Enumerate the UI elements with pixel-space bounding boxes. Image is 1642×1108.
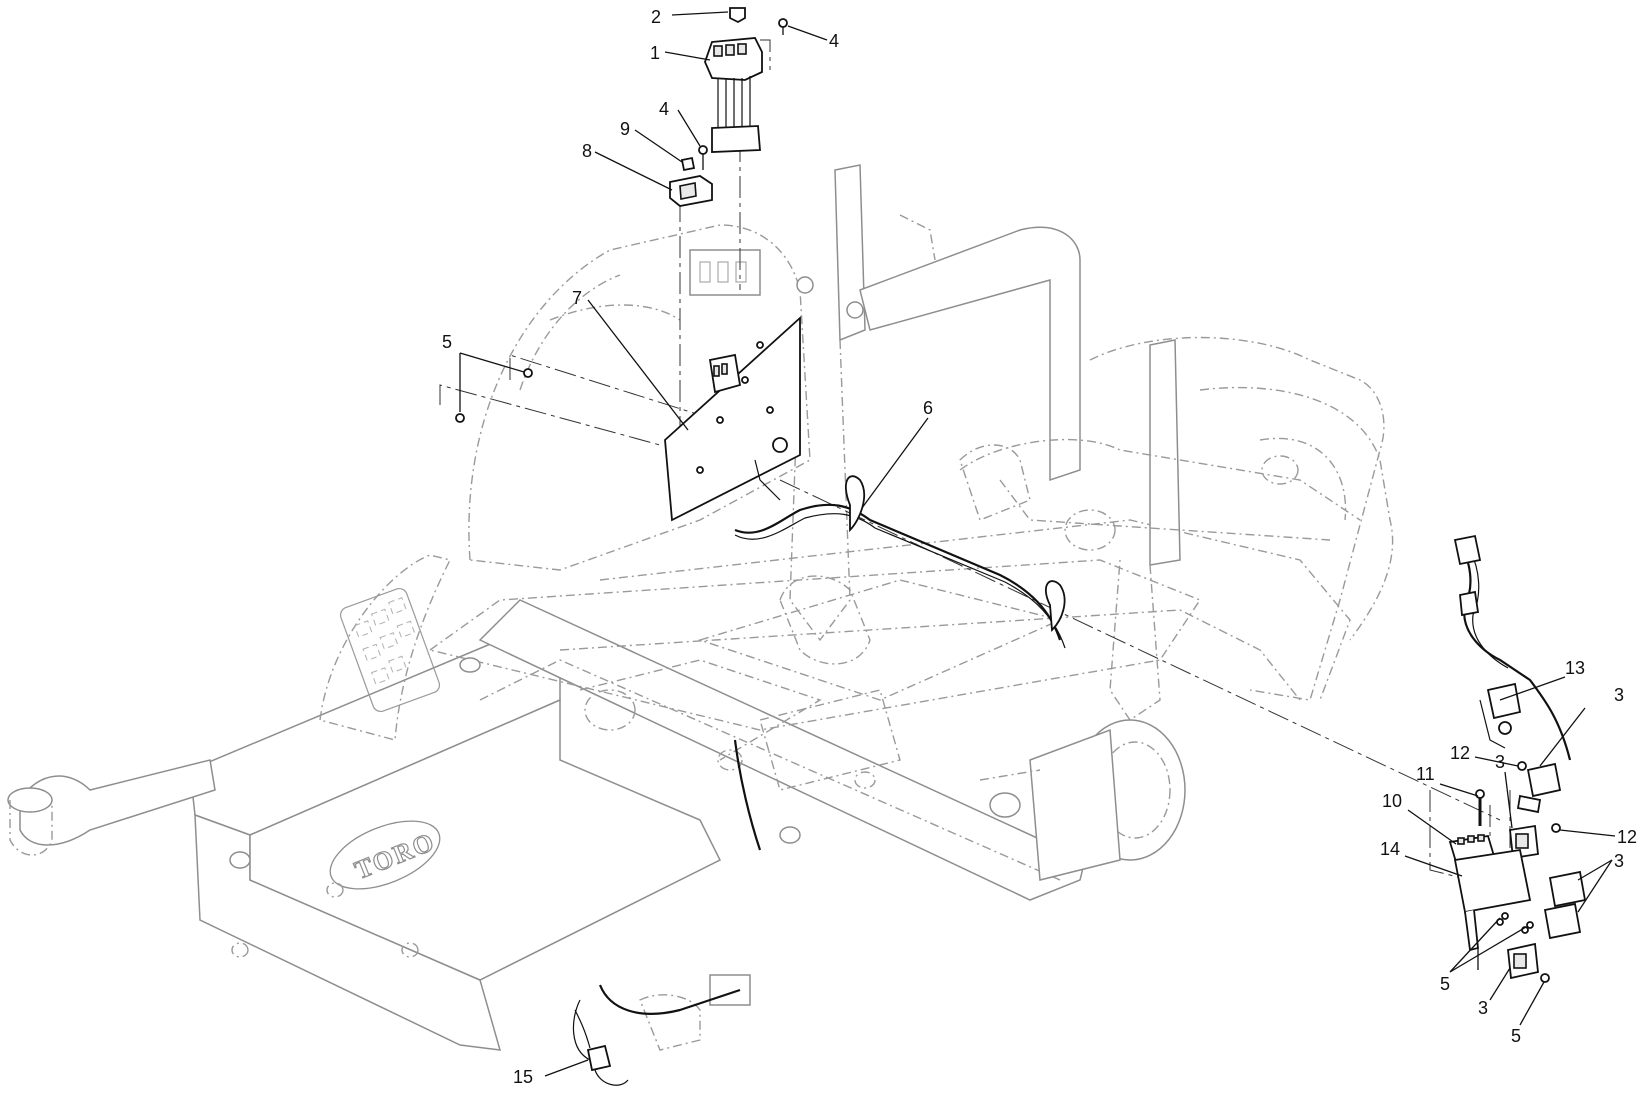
part-5-nuts-left	[455, 368, 533, 423]
part-15-fuse-holder	[574, 1009, 629, 1086]
callout-13: 13	[1565, 658, 1585, 678]
callouts: 2 1 4 4 9 8 7 5 6 13 3 12 11 10 3 12 14 …	[442, 7, 1637, 1087]
callout-4: 4	[829, 31, 839, 51]
callout-5: 5	[1511, 1026, 1521, 1046]
callout-3: 3	[1614, 685, 1624, 705]
part-13-harness	[1453, 534, 1572, 761]
part-14-bracket	[1453, 848, 1532, 970]
callout-2: 2	[651, 7, 661, 27]
part-3-relay-d	[1543, 902, 1582, 940]
callout-11: 11	[1416, 764, 1435, 784]
part-1-fuse-block	[704, 37, 763, 153]
callout-5: 5	[442, 332, 452, 352]
part-4-screw-mid	[698, 145, 708, 170]
chassis-frame: TORO	[7, 164, 1394, 1051]
part-5-nuts-right	[1501, 912, 1550, 983]
callout-4: 4	[659, 99, 669, 119]
callout-14: 14	[1380, 839, 1400, 859]
front-harness	[572, 739, 762, 1061]
part-9-fastener	[680, 156, 696, 172]
callout-3: 3	[1495, 752, 1505, 772]
part-12-screw-a	[1517, 761, 1527, 771]
part-3-relay-e	[1507, 942, 1539, 980]
callout-12: 12	[1617, 827, 1637, 847]
part-3-relay-c	[1548, 870, 1587, 908]
callout-8: 8	[582, 141, 592, 161]
callout-10: 10	[1382, 791, 1402, 811]
callout-12: 12	[1450, 743, 1470, 763]
callout-5: 5	[1440, 974, 1450, 994]
callout-3: 3	[1614, 851, 1624, 871]
part-3-relay-a	[1516, 762, 1562, 814]
leader-lines	[459, 11, 1616, 1077]
part-11-screw	[1475, 789, 1485, 826]
callout-1: 1	[650, 43, 660, 63]
part-8-bracket	[669, 175, 713, 207]
callout-15: 15	[513, 1067, 533, 1087]
control-panel	[339, 587, 441, 713]
callout-6: 6	[923, 398, 933, 418]
part-2-clip	[729, 7, 746, 24]
part-12-screw-b	[1551, 823, 1561, 833]
assembly-lines	[439, 39, 1511, 905]
callout-9: 9	[620, 119, 630, 139]
callout-7: 7	[572, 288, 582, 308]
callout-3: 3	[1478, 998, 1488, 1018]
part-7-plate	[664, 315, 801, 522]
part-6-harness	[734, 459, 1066, 649]
part-4-screw-top	[778, 18, 788, 35]
